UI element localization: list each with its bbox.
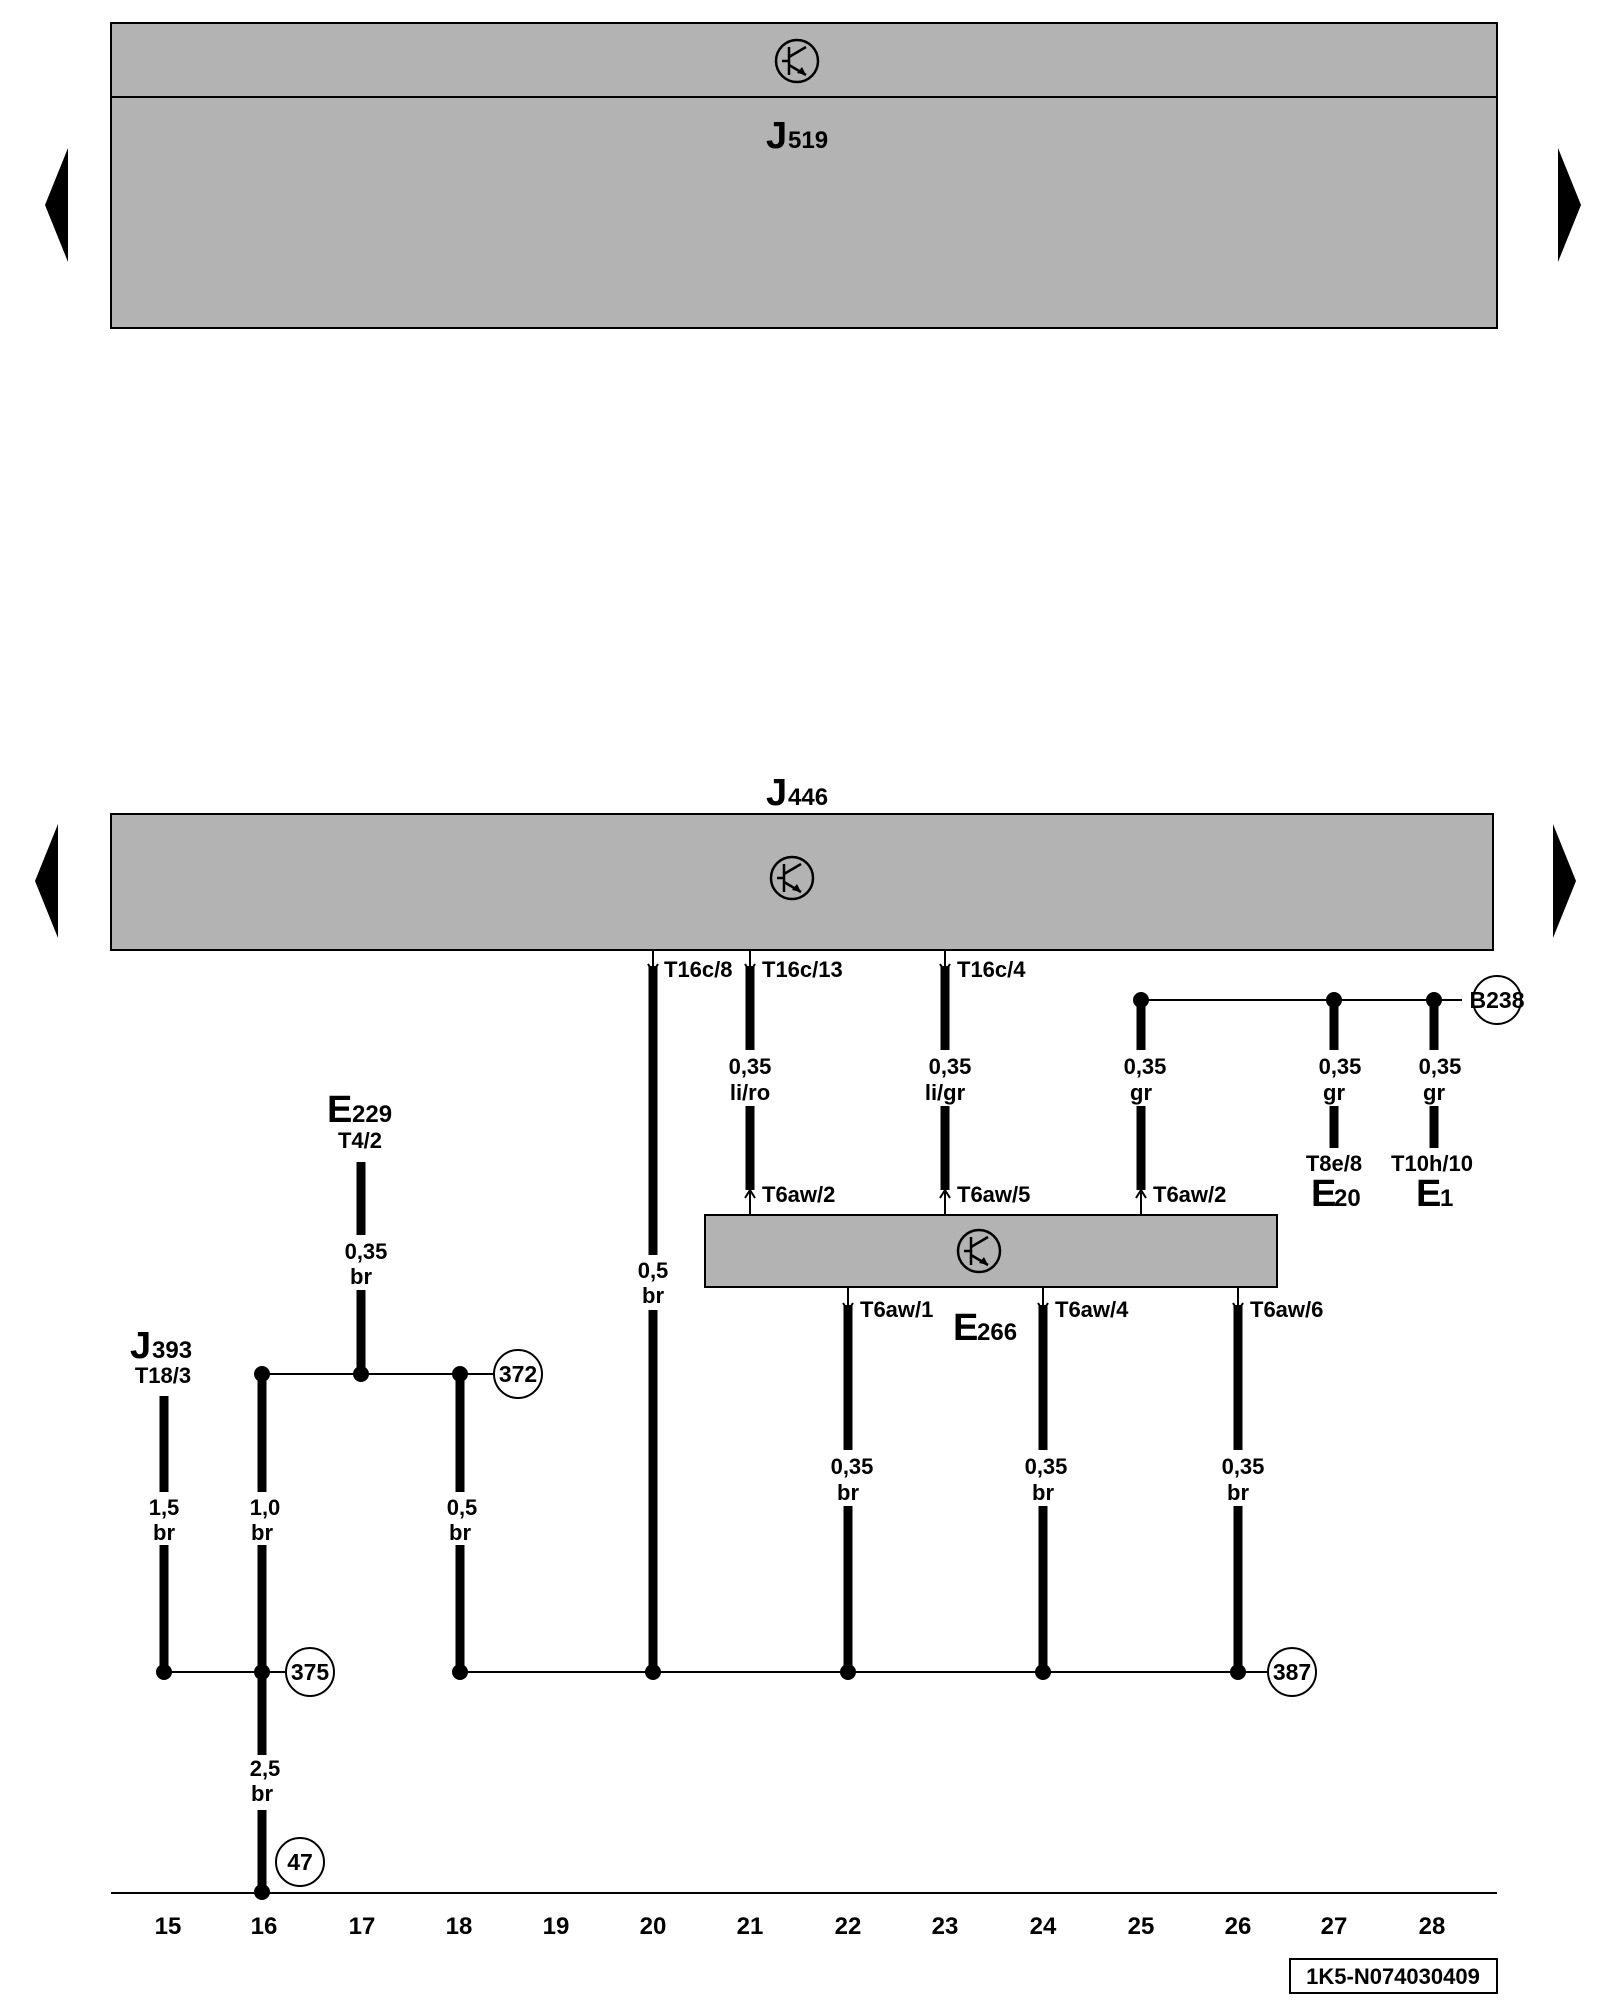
- module-e266-letter: E: [953, 1307, 978, 1349]
- component-e1-letter: E: [1416, 1173, 1441, 1215]
- component-j393-letter: J: [130, 1325, 151, 1367]
- component-e20-number: 20: [1334, 1185, 1361, 1212]
- column-number: 27: [1321, 1913, 1348, 1940]
- reference-375[interactable]: 375: [285, 1647, 335, 1697]
- column-number: 15: [155, 1913, 182, 1940]
- connector-t6aw4: T6aw/4: [1055, 1297, 1129, 1322]
- component-e229-pin: T4/2: [338, 1128, 382, 1153]
- wire-15-color: br: [153, 1520, 175, 1545]
- connector-t6aw6: T6aw/6: [1250, 1297, 1323, 1322]
- wire-26-size: 0,35: [1222, 1454, 1265, 1479]
- component-j393-pin: T18/3: [135, 1363, 191, 1388]
- wire-22-color: br: [837, 1480, 859, 1505]
- transistor-symbol-icon: [774, 38, 820, 84]
- transistor-symbol-icon: [956, 1228, 1002, 1274]
- wire-18-color: br: [449, 1520, 471, 1545]
- reference-b238[interactable]: B238: [1470, 975, 1525, 1025]
- connector-t16c4: T16c/4: [957, 957, 1026, 982]
- wire-18-size: 0,5: [447, 1495, 478, 1520]
- wire-20-color: br: [642, 1283, 664, 1308]
- wire-16b-size: 2,5: [250, 1756, 281, 1781]
- component-e1-pin: T10h/10: [1391, 1151, 1473, 1176]
- column-number: 17: [349, 1913, 376, 1940]
- column-number: 25: [1128, 1913, 1155, 1940]
- component-e20-letter: E: [1311, 1173, 1336, 1215]
- bus-lines: [111, 999, 1497, 1894]
- connector-stubs: [652, 950, 1239, 1305]
- wire-24-size: 0,35: [1025, 1454, 1068, 1479]
- transistor-symbol-icon: [769, 855, 815, 901]
- reference-47-label: 47: [287, 1849, 313, 1875]
- wire-23-color: li/gr: [925, 1080, 966, 1105]
- reference-387[interactable]: 387: [1267, 1647, 1317, 1697]
- triangle-left-icon[interactable]: [45, 148, 68, 262]
- column-number: 26: [1225, 1913, 1252, 1940]
- wire-25-color: gr: [1130, 1080, 1152, 1105]
- wire-26-color: br: [1227, 1480, 1249, 1505]
- reference-372-label: 372: [499, 1361, 537, 1387]
- connector-t6aw2-b: T6aw/2: [1153, 1182, 1226, 1207]
- triangle-left-icon[interactable]: [35, 824, 58, 938]
- column-number: 19: [543, 1913, 570, 1940]
- wire-28-color: gr: [1423, 1080, 1445, 1105]
- component-e1-number: 1: [1440, 1185, 1453, 1212]
- reference-47[interactable]: 47: [275, 1837, 325, 1887]
- wire-21-color: li/ro: [730, 1080, 770, 1105]
- triangle-right-icon[interactable]: [1558, 148, 1581, 262]
- module-e266: [704, 1214, 1278, 1288]
- wire-17-color: br: [350, 1264, 372, 1289]
- wire-27-color: gr: [1323, 1080, 1345, 1105]
- wire-17-size: 0,35: [345, 1239, 388, 1264]
- wire-28-size: 0,35: [1419, 1054, 1462, 1079]
- wire-21-size: 0,35: [729, 1054, 772, 1079]
- wire-16-color: br: [251, 1520, 273, 1545]
- reference-387-label: 387: [1273, 1659, 1311, 1685]
- reference-372[interactable]: 372: [493, 1349, 543, 1399]
- reference-375-label: 375: [291, 1659, 330, 1685]
- wire-16-size: 1,0: [250, 1495, 281, 1520]
- component-e229-letter: E: [327, 1089, 352, 1131]
- column-number: 16: [251, 1913, 278, 1940]
- wire-labels: 0,5 br 0,35 li/ro 0,35 li/gr 0,35 gr 0,3…: [149, 1054, 1462, 1806]
- component-e229-number: 229: [352, 1101, 392, 1128]
- connector-t6aw5: T6aw/5: [957, 1182, 1030, 1207]
- module-j446-letter: J: [766, 772, 787, 814]
- triangle-right-icon[interactable]: [1553, 824, 1576, 938]
- column-number: 24: [1030, 1913, 1057, 1940]
- module-j446-number: 446: [788, 784, 828, 811]
- connector-t6aw2-a: T6aw/2: [762, 1182, 835, 1207]
- wire-16b-color: br: [251, 1781, 273, 1806]
- column-number: 28: [1419, 1913, 1446, 1940]
- wire-25-size: 0,35: [1124, 1054, 1167, 1079]
- connector-t16c13: T16c/13: [762, 957, 843, 982]
- column-number: 20: [640, 1913, 667, 1940]
- component-j393-number: 393: [152, 1337, 192, 1364]
- drawing-id: 1K5-N074030409: [1306, 1964, 1480, 1989]
- module-e266-number: 266: [977, 1319, 1017, 1346]
- column-numbers: 15 16 17 18 19 20 21 22 23 24 25 26 27 28: [155, 1913, 1446, 1940]
- module-j519-letter: J: [766, 115, 787, 157]
- wire-27-size: 0,35: [1319, 1054, 1362, 1079]
- junction-dots: [156, 992, 1442, 1900]
- drawing-id-box: 1K5-N074030409: [1289, 1958, 1498, 1994]
- connector-arrows: [647, 963, 1244, 1313]
- module-j519: [110, 22, 1498, 329]
- component-e20-pin: T8e/8: [1306, 1151, 1362, 1176]
- module-j519-number: 519: [788, 127, 828, 154]
- wire-24-color: br: [1032, 1480, 1054, 1505]
- column-number: 18: [446, 1913, 473, 1940]
- connector-t16c8: T16c/8: [664, 957, 733, 982]
- wire-23-size: 0,35: [929, 1054, 972, 1079]
- column-number: 21: [737, 1913, 764, 1940]
- wire-22-size: 0,35: [831, 1454, 874, 1479]
- reference-b238-label: B238: [1470, 987, 1525, 1013]
- column-number: 23: [932, 1913, 959, 1940]
- wire-20-size: 0,5: [638, 1258, 669, 1283]
- wire-15-size: 1,5: [149, 1495, 180, 1520]
- wire-segments: [159, 966, 1439, 1892]
- column-number: 22: [835, 1913, 862, 1940]
- module-j446: [110, 813, 1494, 951]
- connector-t6aw1: T6aw/1: [860, 1297, 933, 1322]
